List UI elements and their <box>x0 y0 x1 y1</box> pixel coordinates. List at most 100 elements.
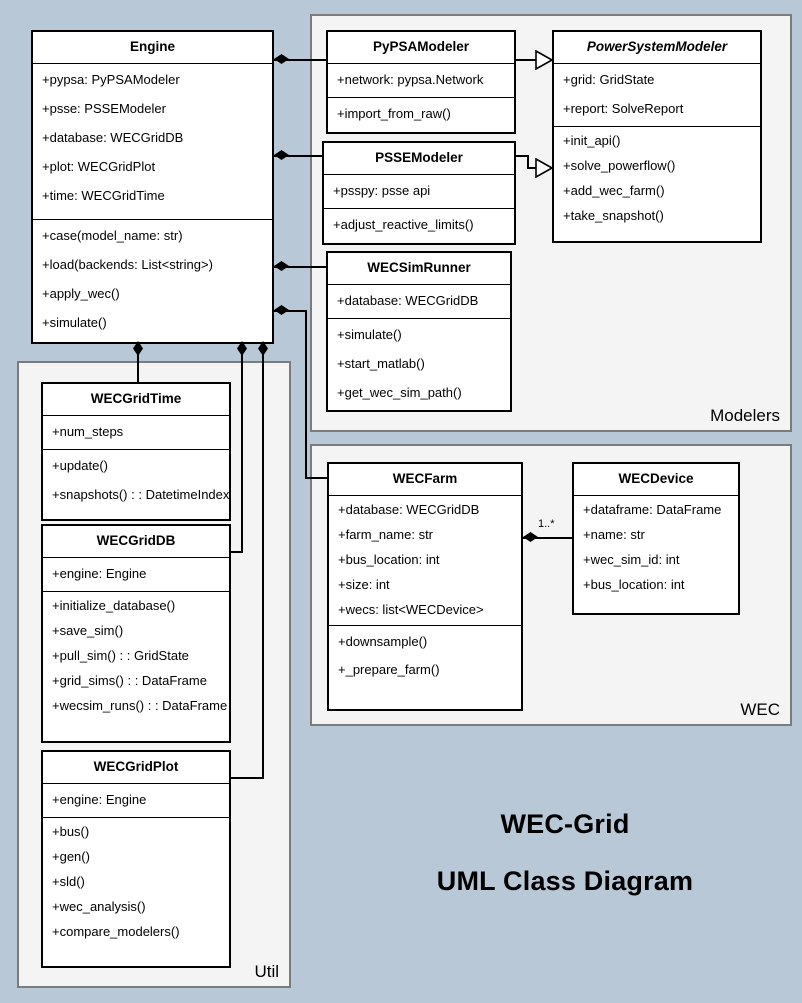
method-row: +case(model_name: str) <box>42 227 183 243</box>
method-row: +apply_wec() <box>42 285 120 301</box>
attribute-row: +network: pypsa.Network <box>337 71 484 87</box>
method-row: +wecsim_runs() : : DataFrame <box>52 697 228 713</box>
edge-pypsa-inherits <box>516 59 538 61</box>
method-row: +simulate() <box>42 314 107 330</box>
class-pypsamodeler-title: PyPSAModeler <box>328 32 514 64</box>
composition-diamond-engine-wecsim <box>274 261 289 271</box>
method-row: +simulate() <box>337 326 402 342</box>
class-wecgridplot-methods: +bus() +gen() +sld() +wec_analysis() +co… <box>43 816 229 947</box>
attribute-row: +engine: Engine <box>52 565 147 581</box>
edge-engine-wecsim <box>274 266 326 268</box>
class-pssemodeler-methods: +adjust_reactive_limits() <box>324 207 514 242</box>
edge-engine-wecfarm-h1 <box>274 310 307 312</box>
composition-diamond-engine-db <box>237 341 247 356</box>
class-engine[interactable]: Engine +pypsa: PyPSAModeler +psse: PSSEM… <box>31 30 274 344</box>
class-wecdevice[interactable]: WECDevice +dataframe: DataFrame +name: s… <box>572 462 740 615</box>
class-wecsimrunner[interactable]: WECSimRunner +database: WECGridDB +simul… <box>326 251 512 412</box>
method-row: +bus() <box>52 823 90 839</box>
class-wecgriddb-title: WECGridDB <box>43 526 229 558</box>
attribute-row: +wecs: list<WECDevice> <box>338 601 484 617</box>
class-wecgridtime-methods: +update() +snapshots() : : DatetimeIndex <box>43 448 230 512</box>
attribute-row: +wec_sim_id: int <box>583 551 680 567</box>
attribute-row: +bus_location: int <box>583 576 685 592</box>
attribute-row: +database: WECGridDB <box>337 292 479 308</box>
method-row: +init_api() <box>563 132 621 148</box>
attribute-row: +engine: Engine <box>52 791 147 807</box>
edge-psse-inherits-h2 <box>527 167 538 169</box>
class-wecgridtime-title: WECGridTime <box>43 384 229 416</box>
method-row: +get_wec_sim_path() <box>337 384 462 400</box>
class-wecdevice-attributes: +dataframe: DataFrame +name: str +wec_si… <box>574 496 738 600</box>
class-wecgriddb-methods: +initialize_database() +save_sim() +pull… <box>43 590 229 721</box>
attribute-row: +num_steps <box>52 423 124 439</box>
class-pssemodeler[interactable]: PSSEModeler +psspy: psse api +adjust_rea… <box>322 141 516 245</box>
package-util-label: Util <box>254 962 279 981</box>
edge-engine-db-h <box>230 551 243 553</box>
method-row: +save_sim() <box>52 622 124 638</box>
edge-psse-inherits-v <box>527 155 529 168</box>
edge-engine-plot-v <box>262 344 264 778</box>
method-row: +take_snapshot() <box>563 207 664 223</box>
attribute-row: +dataframe: DataFrame <box>583 501 722 517</box>
attribute-row: +name: str <box>583 526 645 542</box>
class-wecgridtime-attributes: +num_steps <box>43 416 229 449</box>
attribute-row: +psspy: psse api <box>333 182 431 198</box>
class-powersystemmodeler[interactable]: PowerSystemModeler +grid: GridState +rep… <box>552 30 762 243</box>
class-wecgriddb-attributes: +engine: Engine <box>43 558 229 591</box>
edge-engine-wecfarm-v <box>305 310 307 478</box>
multiplicity-farm-device: 1..* <box>538 518 555 530</box>
class-wecfarm-title: WECFarm <box>329 464 521 496</box>
class-wecdevice-title: WECDevice <box>574 464 738 496</box>
attribute-row: +report: SolveReport <box>563 100 684 116</box>
edge-engine-pypsa <box>274 59 326 61</box>
attribute-row: +plot: WECGridPlot <box>42 158 156 174</box>
class-wecgriddb[interactable]: WECGridDB +engine: Engine +initialize_da… <box>41 524 231 743</box>
package-wec-label: WEC <box>740 700 780 719</box>
method-row: +adjust_reactive_limits() <box>333 216 474 232</box>
method-row: +solve_powerflow() <box>563 157 676 173</box>
composition-diamond-farm-device <box>523 532 538 542</box>
class-wecgridplot-title: WECGridPlot <box>43 752 229 784</box>
method-row: +gen() <box>52 848 90 864</box>
method-row: +snapshots() : : DatetimeIndex <box>52 486 230 502</box>
class-pssemodeler-title: PSSEModeler <box>324 143 514 175</box>
method-row: +downsample() <box>338 633 428 649</box>
class-engine-title: Engine <box>33 32 272 64</box>
class-powersystemmodeler-attributes: +grid: GridState +report: SolveReport <box>554 64 760 126</box>
generalization-arrow-pypsa <box>535 50 553 70</box>
edge-engine-db-v <box>241 344 243 552</box>
diagram-title-line2: UML Class Diagram <box>436 866 694 896</box>
class-wecfarm[interactable]: WECFarm +database: WECGridDB +farm_name:… <box>327 462 523 711</box>
class-wecgridtime[interactable]: WECGridTime +num_steps +update() +snapsh… <box>41 382 231 521</box>
composition-diamond-engine-wecfarm <box>274 305 289 315</box>
attribute-row: +psse: PSSEModeler <box>42 100 166 116</box>
attribute-row: +database: WECGridDB <box>42 129 184 145</box>
edge-engine-wecfarm-h2 <box>305 477 327 479</box>
composition-diamond-engine-time <box>133 341 143 356</box>
class-wecgridplot[interactable]: WECGridPlot +engine: Engine +bus() +gen(… <box>41 750 231 968</box>
method-row: +_prepare_farm() <box>338 662 440 678</box>
method-row: +grid_sims() : : DataFrame <box>52 672 207 688</box>
edge-engine-time <box>137 344 139 383</box>
class-engine-attributes: +pypsa: PyPSAModeler +psse: PSSEModeler … <box>33 64 272 219</box>
generalization-arrow-psse <box>535 158 553 178</box>
method-row: +initialize_database() <box>52 597 176 613</box>
method-row: +start_matlab() <box>337 355 425 371</box>
class-pypsamodeler-attributes: +network: pypsa.Network <box>328 64 514 97</box>
edge-engine-psse <box>274 155 326 157</box>
attribute-row: +size: int <box>338 576 390 592</box>
composition-diamond-engine-psse <box>274 150 289 160</box>
class-pssemodeler-attributes: +psspy: psse api <box>324 175 514 208</box>
class-pypsamodeler[interactable]: PyPSAModeler +network: pypsa.Network +im… <box>326 30 516 134</box>
attribute-row: +time: WECGridTime <box>42 187 165 203</box>
method-row: +load(backends: List<string>) <box>42 256 213 272</box>
edge-farm-device <box>523 537 573 539</box>
attribute-row: +pypsa: PyPSAModeler <box>42 71 180 87</box>
edge-engine-plot-h <box>230 777 264 779</box>
class-wecgridplot-attributes: +engine: Engine <box>43 784 229 817</box>
method-row: +pull_sim() : : GridState <box>52 647 189 663</box>
composition-diamond-engine-plot <box>258 341 268 356</box>
diagram-title-line1: WEC-Grid <box>500 809 630 839</box>
class-wecfarm-attributes: +database: WECGridDB +farm_name: str +bu… <box>329 496 521 625</box>
method-row: +wec_analysis() <box>52 898 146 914</box>
